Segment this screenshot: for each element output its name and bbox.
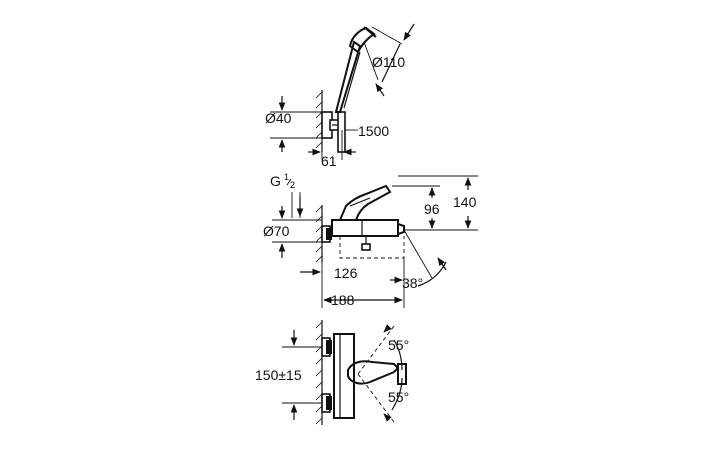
thread-dimension: G 1 2 bbox=[270, 172, 304, 218]
front-lever bbox=[347, 360, 400, 385]
centre-distance-label: 150±15 bbox=[255, 367, 302, 383]
mixer-front-view: 55° 55° 150±15 bbox=[255, 320, 409, 425]
mixer-side-view: G 1 2 Ø70 96 140 bbox=[263, 172, 478, 308]
thread-size-main: G bbox=[270, 173, 281, 189]
head-diameter-label: Ø110 bbox=[372, 54, 405, 70]
lever-angle-up-label: 55° bbox=[388, 337, 409, 353]
centre-distance-dimension: 150±15 bbox=[255, 330, 322, 420]
outlet-offset-dimension: 126 bbox=[300, 258, 405, 286]
spout-angle-dimension: 38° bbox=[402, 229, 447, 291]
mixer-lever bbox=[338, 184, 392, 221]
total-height-label: 140 bbox=[453, 194, 477, 210]
holder-diameter-dimension: Ø40 bbox=[265, 96, 322, 152]
hose-length-label: 1500 bbox=[358, 123, 389, 139]
spout-angle-label: 38° bbox=[402, 275, 423, 291]
wall-hatch-middle bbox=[315, 205, 323, 263]
wall-connection bbox=[321, 225, 332, 243]
lever-angle-lines: 55° 55° bbox=[357, 324, 409, 423]
shower-hose bbox=[337, 111, 346, 153]
total-projection-label: 188 bbox=[331, 292, 355, 308]
total-projection-dimension: 188 bbox=[321, 262, 405, 308]
hidden-outlet bbox=[339, 236, 405, 259]
lever-angle-down-label: 55° bbox=[388, 389, 409, 405]
shower-handle bbox=[334, 40, 362, 113]
front-body bbox=[333, 333, 355, 419]
shower-head bbox=[348, 26, 377, 54]
holder-projection-dimension: 61 bbox=[308, 130, 356, 169]
thread-size-sub: 2 bbox=[290, 180, 295, 190]
mixer-body bbox=[331, 219, 405, 237]
outlet-offset-label: 126 bbox=[334, 265, 358, 281]
escutcheon-diameter-dimension: Ø70 bbox=[263, 206, 322, 258]
hand-shower-view: Ø110 Ø40 1500 61 bbox=[265, 23, 415, 169]
height-dimensions: 96 140 bbox=[392, 175, 478, 231]
upper-connector bbox=[321, 337, 332, 357]
spout-height-label: 96 bbox=[424, 201, 440, 217]
lower-connector bbox=[321, 393, 332, 413]
thread-size-sup: 1 bbox=[284, 172, 289, 182]
wall-hatch-top bbox=[315, 90, 323, 152]
hose-length-dimension: 1500 bbox=[345, 123, 389, 139]
holder-diameter-label: Ø40 bbox=[265, 110, 292, 126]
head-diameter-dimension: Ø110 bbox=[363, 23, 415, 97]
wall-hatch-bottom bbox=[315, 320, 323, 425]
holder-projection-label: 61 bbox=[321, 153, 337, 169]
escutcheon-diameter-label: Ø70 bbox=[263, 223, 290, 239]
diverter-knob bbox=[361, 236, 371, 251]
